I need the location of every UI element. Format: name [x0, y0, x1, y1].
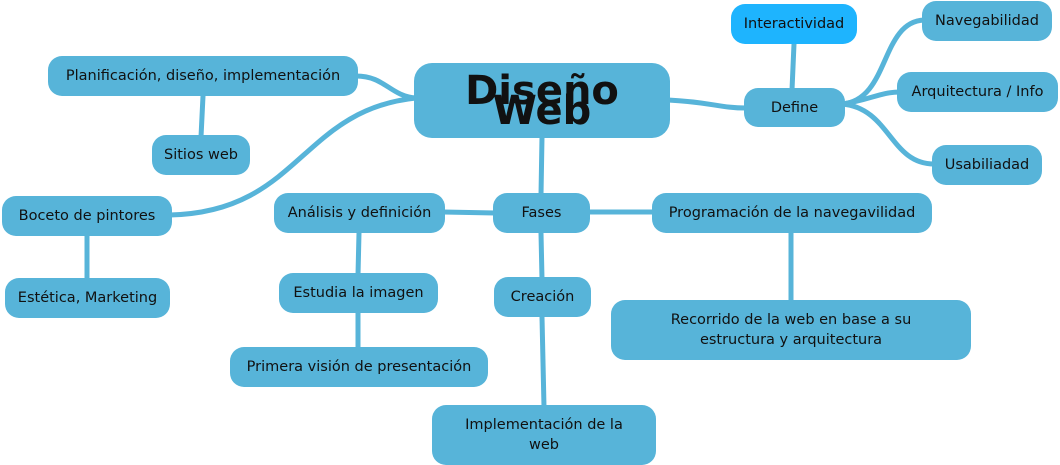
link-central-boceto — [167, 95, 419, 218]
connectors — [84, 17, 937, 410]
node-recorrido[interactable]: Recorrido de la web en base a su estruct… — [611, 300, 971, 360]
node-usabilidad[interactable]: Usabiliadad — [932, 145, 1042, 185]
node-arquitectura[interactable]: Arquitectura / Info — [897, 72, 1058, 112]
link-fases-analisis — [440, 209, 498, 216]
node-interactividad[interactable]: Interactividad — [731, 4, 857, 44]
node-programacion[interactable]: Programación de la navegavilidad — [652, 193, 932, 233]
node-define[interactable]: Define — [744, 88, 845, 127]
node-boceto[interactable]: Boceto de pintores — [2, 196, 172, 236]
central-topic[interactable]: Diseño Web — [414, 63, 670, 138]
node-estudia[interactable]: Estudia la imagen — [279, 273, 438, 313]
node-creacion[interactable]: Creación — [494, 277, 591, 317]
link-central-planificacion — [353, 73, 419, 101]
node-implementacion[interactable]: Implementación de la web — [432, 405, 656, 465]
node-estetica[interactable]: Estética, Marketing — [5, 278, 170, 318]
node-sitios-web[interactable]: Sitios web — [152, 135, 250, 175]
link-define-usabilidad — [839, 101, 937, 167]
link-fases-creacion — [538, 230, 545, 282]
node-analisis[interactable]: Análisis y definición — [274, 193, 445, 233]
node-planificacion[interactable]: Planificación, diseño, implementación — [48, 56, 358, 96]
link-define-interactividad — [789, 41, 797, 93]
node-fases[interactable]: Fases — [493, 193, 590, 233]
node-navegabilidad[interactable]: Navegabilidad — [922, 1, 1052, 41]
link-analisis-estudia — [355, 230, 362, 278]
link-central-fases — [538, 134, 545, 198]
link-creacion-implementacion — [539, 314, 547, 410]
node-primera-vision[interactable]: Primera visión de presentación — [230, 347, 488, 387]
link-central-define — [665, 97, 749, 111]
link-define-arquitectura — [839, 89, 903, 107]
link-planificacion-sitios — [198, 93, 206, 140]
